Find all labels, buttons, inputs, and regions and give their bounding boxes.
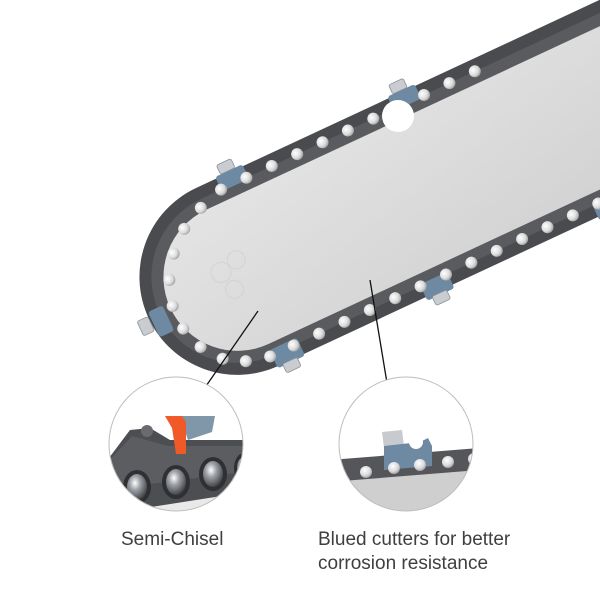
cutter-teeth [137,78,451,373]
semi-chisel-label: Semi-Chisel [121,529,224,550]
guide-bar-assembly [137,0,600,375]
semi-chisel-callout-circle [108,376,244,512]
semi-chisel-caption: Semi-Chisel [121,528,223,552]
guide-bar [163,0,600,351]
leader-line-blued-cutters [369,279,388,384]
blued-cutters-label-line1: Blued cutters for better [318,529,511,550]
blued-cutters-caption: Blued cutters for better corrosion resis… [318,528,578,576]
chain-rivets [163,65,600,368]
blued-cutters-callout-circle [338,376,474,512]
leader-line-semi-chisel [203,310,259,390]
blued-cutters-label-line2: corrosion resistance [318,553,489,574]
semi-chisel-highlight [165,416,186,454]
bar-hole [382,100,414,132]
